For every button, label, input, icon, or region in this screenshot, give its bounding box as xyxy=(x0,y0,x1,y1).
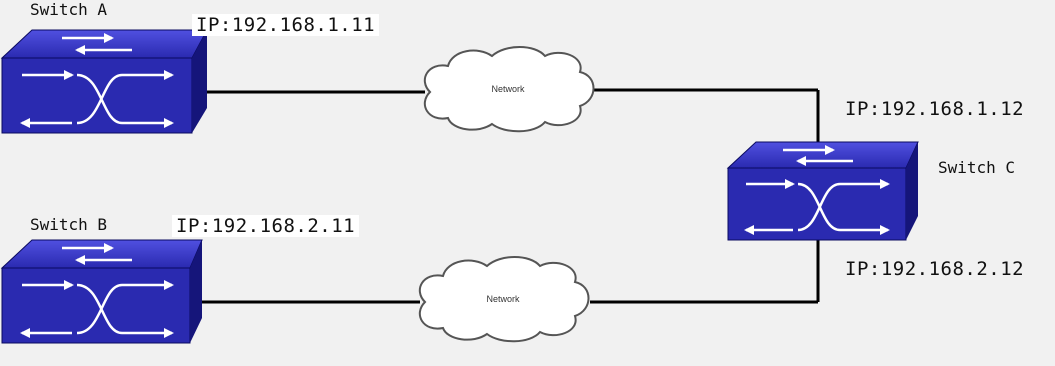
network-cloud-top-icon: Network xyxy=(423,46,595,133)
switch-c-ip-bottom: IP:192.168.2.12 xyxy=(845,258,1025,280)
cloud-bottom-label: Network xyxy=(486,294,520,304)
network-cloud-bottom-icon: Network xyxy=(418,256,590,343)
switch-a-name: Switch A xyxy=(30,0,108,19)
connection-lines xyxy=(195,88,820,304)
switch-a-ip: IP:192.168.1.11 xyxy=(192,14,380,36)
switch-c-name: Switch C xyxy=(938,158,1016,177)
switch-a-icon xyxy=(0,29,208,134)
switch-b-ip: IP:192.168.2.11 xyxy=(172,215,360,237)
switch-c-icon xyxy=(726,141,919,241)
switch-b-name: Switch B xyxy=(30,215,108,234)
switch-c-ip-top: IP:192.168.1.12 xyxy=(845,98,1025,120)
cloud-top-label: Network xyxy=(491,84,525,94)
switch-b-icon xyxy=(0,239,203,344)
